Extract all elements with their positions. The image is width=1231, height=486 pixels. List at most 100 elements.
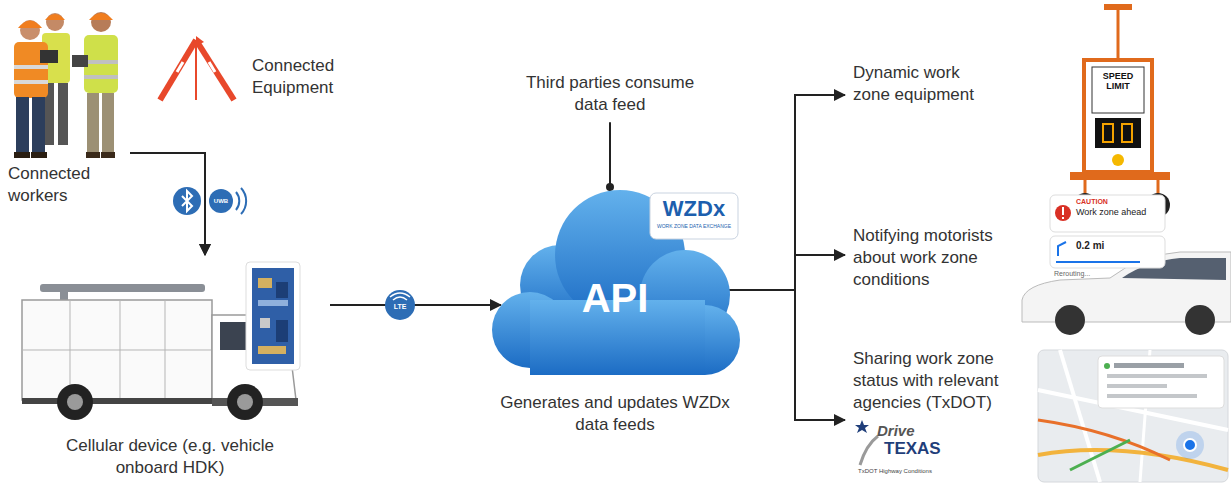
connector-arrow [729, 255, 845, 290]
utility-truck [67, 394, 83, 410]
worker-figure [45, 14, 65, 20]
bluetooth-icon [173, 187, 201, 215]
notification-card [1062, 217, 1064, 219]
speed-trailer [1103, 124, 1113, 142]
map [1038, 350, 1228, 482]
worker-figure [101, 152, 115, 158]
logo-badge [650, 193, 738, 239]
notification-card [1062, 207, 1064, 215]
node-label: Notifying motorists about work zone cond… [853, 225, 1023, 291]
device-node: Cellular device (e.g. vehicle onboard HD… [10, 255, 330, 483]
drive-texas-logo [855, 420, 869, 433]
utility-truck [57, 384, 93, 420]
car [1055, 305, 1085, 335]
utility-truck [22, 350, 212, 351]
worker-figure [32, 97, 45, 155]
hdk-module [258, 300, 288, 306]
lte-icon [390, 293, 410, 297]
worker-figure [72, 12, 118, 158]
tripod-sign [177, 62, 183, 72]
consumer-node: Third parties consume data feed [510, 72, 710, 120]
utility-truck [22, 398, 212, 404]
speed-trailer [1070, 4, 1170, 217]
hdk-module [258, 346, 286, 354]
drive-texas-logo [860, 436, 878, 465]
logo-text: WZDx [650, 197, 738, 221]
worker-figure [84, 75, 118, 79]
uwb-icon [209, 189, 233, 213]
node-caption: Generates and updates WZDx data feeds [495, 392, 735, 436]
navigation-text: 0.2 mi [1076, 240, 1136, 251]
worker-figure [18, 21, 42, 29]
notification-text: Work zone ahead [1076, 208, 1164, 218]
node-label: Sharing work zone status with relevant a… [853, 348, 1023, 414]
speed-trailer [1084, 60, 1152, 172]
lte-icon [385, 290, 415, 320]
map [1104, 363, 1110, 369]
navigation-card [1050, 236, 1165, 268]
navigation-text: Rerouting... [1054, 270, 1124, 278]
tripod-sign [160, 40, 196, 100]
worker-figure [31, 152, 47, 158]
tripod-sign [160, 36, 234, 100]
sign-text: SPEED LIMIT [1098, 72, 1138, 92]
utility-truck [120, 300, 121, 398]
hdk-module [246, 262, 300, 370]
speed-trailer [1095, 118, 1141, 148]
icon-label: UWB [209, 198, 233, 205]
map [1184, 439, 1196, 451]
notification-card [1050, 195, 1165, 232]
uwb-icon [241, 188, 246, 214]
navigation-card [1050, 236, 1165, 268]
worker-figure [14, 152, 30, 158]
tripod-sign [196, 36, 204, 46]
logo-subtitle: TxDOT Highway Conditions [858, 468, 973, 475]
utility-truck [70, 300, 71, 398]
worker-figure [72, 55, 88, 67]
worker-figure [14, 20, 58, 158]
map [1114, 363, 1184, 368]
uwb-icon [236, 192, 239, 210]
output-node: Dynamic work zone equipment [845, 62, 995, 122]
worker-figure [89, 13, 113, 20]
map [1107, 374, 1207, 378]
car [1185, 305, 1215, 335]
hdk-module [276, 282, 288, 298]
map [1060, 350, 1100, 482]
node-label: API [490, 275, 740, 321]
map [1176, 431, 1204, 459]
lte-icon [393, 297, 407, 300]
worker-figure [58, 83, 68, 145]
utility-truck [227, 384, 263, 420]
speed-trailer [1104, 4, 1132, 10]
icon-label: LTE [388, 303, 412, 311]
speed-trailer [1122, 124, 1132, 142]
node-label: Third parties consume data feed [510, 72, 710, 116]
equipment-node: Connected Equipment [150, 35, 355, 153]
notification-text: CAUTION [1076, 198, 1161, 206]
tripod-sign [196, 40, 234, 100]
output-node: Notifying motorists about work zone cond… [845, 225, 1035, 300]
map [1107, 394, 1197, 398]
speed-trailer [1112, 154, 1124, 166]
hdk-module [252, 268, 294, 364]
node-label: Cellular device (e.g. vehicle onboard HD… [40, 435, 300, 479]
map [1098, 356, 1224, 408]
connector-arrow [130, 153, 205, 255]
worker-figure [84, 35, 118, 93]
worker-figure [102, 93, 114, 155]
map [1107, 384, 1167, 388]
speed-trailer [1092, 67, 1144, 113]
worker-figure [14, 80, 48, 84]
notification-card [1050, 195, 1165, 232]
connector-arrow [609, 122, 611, 191]
lte-icon [385, 290, 415, 320]
notification-card [1055, 205, 1071, 221]
worker-figure [14, 65, 48, 69]
worker-figure [86, 152, 100, 158]
output-node: Sharing work zone status with relevant a… [845, 348, 1035, 483]
logo-text: Drive [877, 423, 937, 440]
worker-figure [46, 13, 64, 31]
connector-arrow [729, 95, 845, 290]
